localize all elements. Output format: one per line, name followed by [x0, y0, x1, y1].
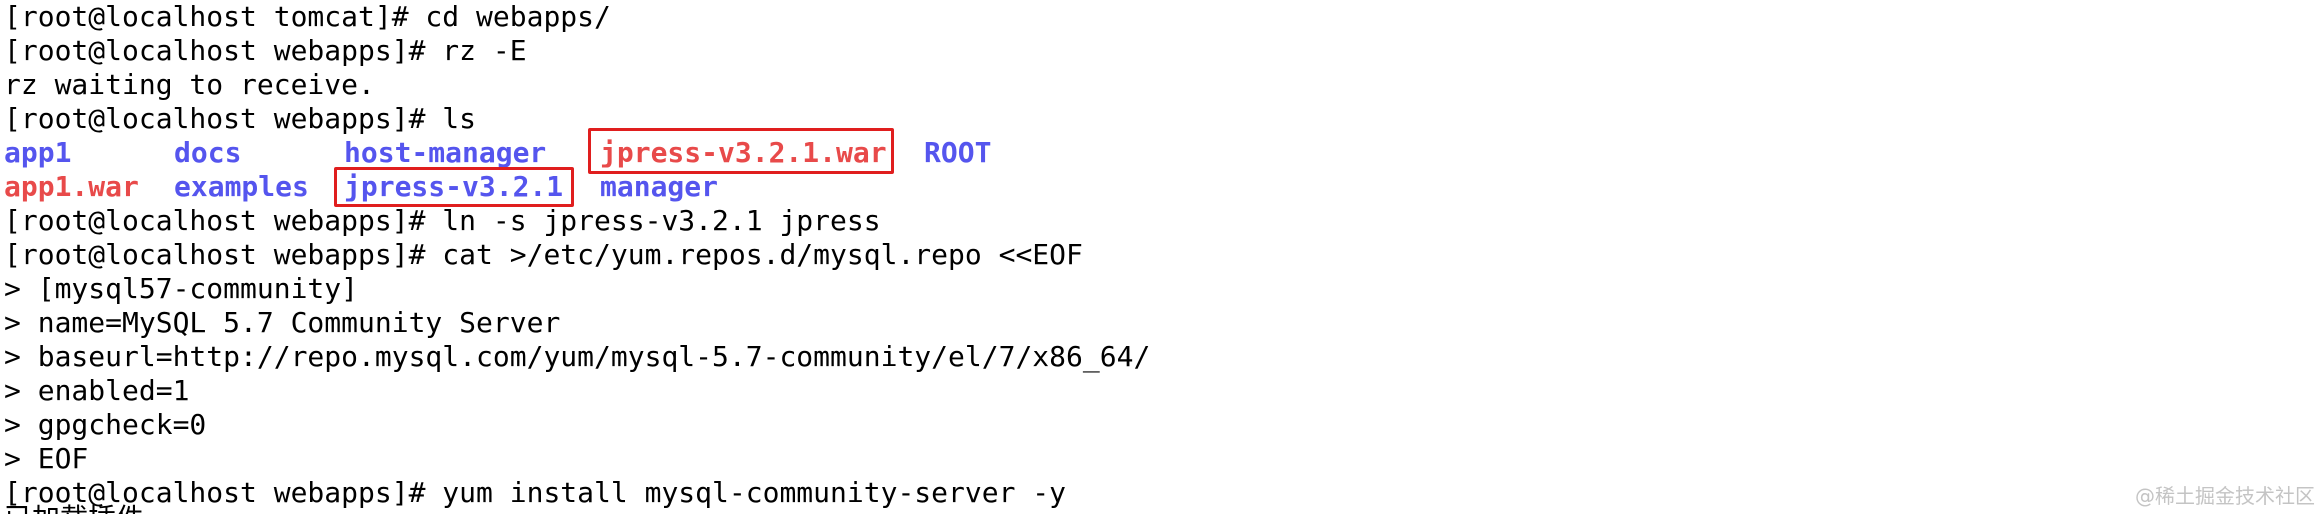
highlight-box-jpress-dir [334, 167, 574, 207]
terminal-line: > name=MySQL 5.7 Community Server [4, 306, 561, 339]
ls-entry-manager: manager [600, 170, 719, 203]
terminal-line: > EOF [4, 442, 89, 475]
ls-entry-jpress-war: jpress-v3.2.1.war [600, 136, 887, 169]
terminal-line: > enabled=1 [4, 374, 190, 407]
ls-entry-host-manager: host-manager [344, 136, 547, 169]
ls-entry-examples: examples [174, 170, 309, 203]
highlight-box-jpress-war [588, 128, 894, 174]
ls-entry-root: ROOT [924, 136, 992, 169]
terminal-line: [root@localhost webapps]# cat >/etc/yum.… [4, 238, 1083, 271]
terminal-line: [root@localhost webapps]# ln -s jpress-v… [4, 204, 881, 237]
ls-entry-app1-war: app1.war [4, 170, 139, 203]
terminal-line: [root@localhost webapps]# rz -E [4, 34, 527, 67]
ls-output-row-1: app1 docs host-manager jpress-v3.2.1.war… [4, 136, 2323, 170]
ls-entry-app1: app1 [4, 136, 72, 169]
ls-entry-docs: docs [174, 136, 242, 169]
ls-entry-jpress-dir: jpress-v3.2.1 [344, 170, 564, 203]
terminal-line: [root@localhost webapps]# yum install my… [4, 476, 1067, 509]
terminal-line: > [mysql57-community] [4, 272, 359, 305]
terminal-line: rz waiting to receive. [4, 68, 375, 101]
terminal-line: [root@localhost tomcat]# cd webapps/ [4, 0, 611, 33]
partial-output-line: 已加载插件 [4, 502, 164, 514]
terminal-line: [root@localhost webapps]# ls [4, 102, 477, 135]
ls-output-row-2: app1.war examples jpress-v3.2.1 manager [4, 170, 2323, 204]
terminal-line: > baseurl=http://repo.mysql.com/yum/mysq… [4, 340, 1151, 373]
terminal-line: > gpgcheck=0 [4, 408, 207, 441]
watermark: @稀土掘金技术社区 [2135, 484, 2315, 508]
